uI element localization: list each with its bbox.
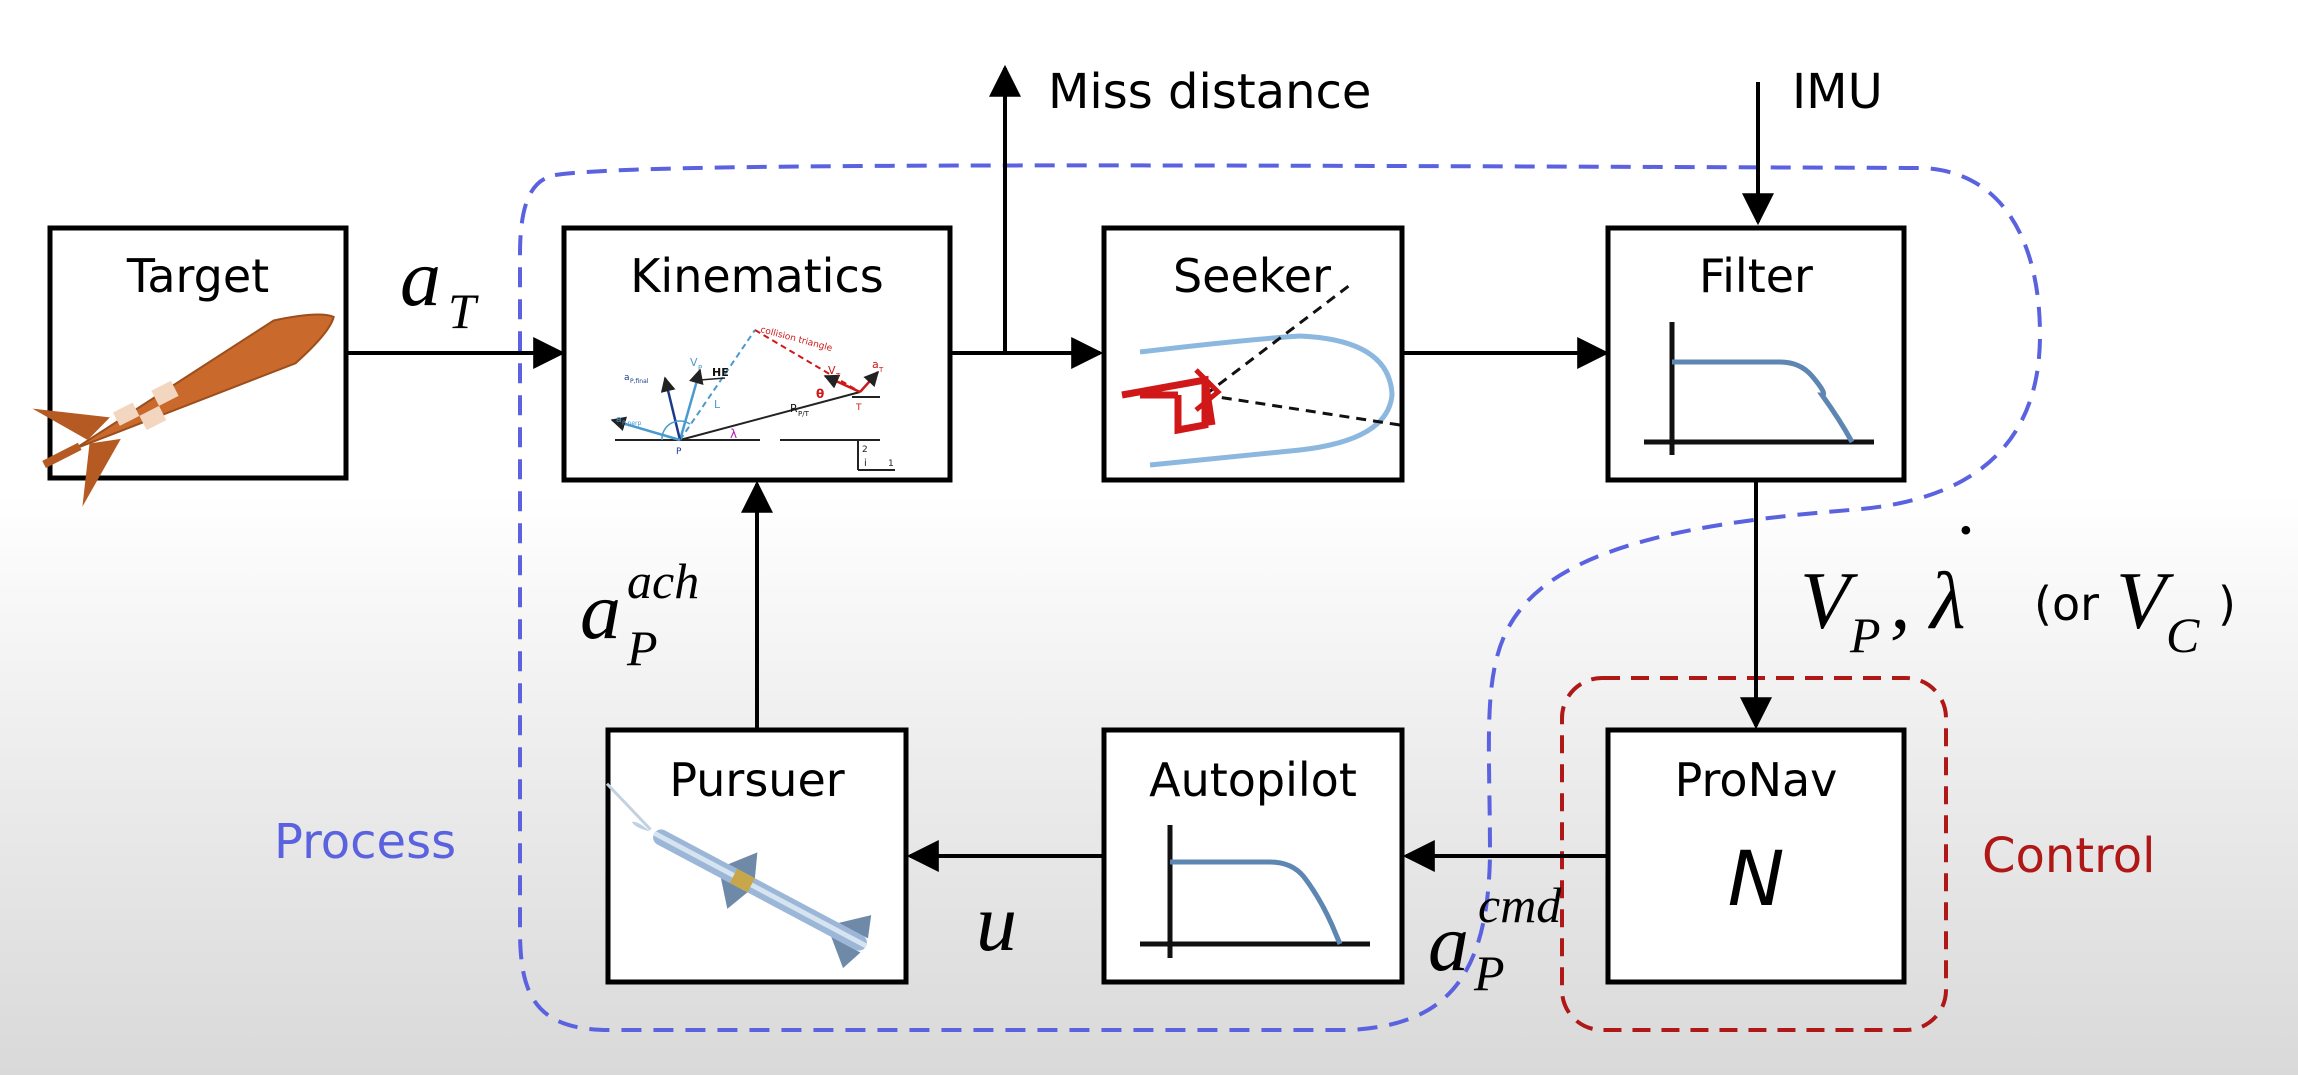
svg-text:P/T: P/T bbox=[798, 410, 810, 418]
svg-text:a: a bbox=[400, 232, 441, 323]
svg-text:T: T bbox=[448, 283, 479, 339]
svg-text:P: P bbox=[1473, 945, 1505, 1001]
kinematics-block[interactable] bbox=[561, 225, 953, 483]
autopilot-label: Autopilot bbox=[1149, 753, 1357, 807]
miss-distance-label: Miss distance bbox=[1048, 64, 1371, 120]
seeker-label: Seeker bbox=[1173, 249, 1331, 303]
svg-text:HE: HE bbox=[712, 366, 729, 379]
svg-text:λ: λ bbox=[1928, 555, 1966, 646]
seeker-image bbox=[1121, 283, 1401, 468]
process-boundary bbox=[518, 163, 2043, 1032]
autopilot-response-plot bbox=[1140, 825, 1370, 958]
filter-label: Filter bbox=[1699, 249, 1813, 303]
signal-vp-lambda: V P , λ ˙ (or V C ) bbox=[1800, 507, 2236, 663]
filter-block[interactable] bbox=[1605, 225, 1907, 483]
svg-text:a: a bbox=[872, 358, 879, 371]
svg-text:V: V bbox=[2116, 555, 2174, 646]
target-label: Target bbox=[126, 249, 269, 303]
signal-u: u bbox=[976, 877, 1017, 968]
svg-text:(or: (or bbox=[2034, 577, 2099, 631]
svg-text:T: T bbox=[835, 372, 841, 380]
svg-text:V: V bbox=[828, 364, 836, 377]
svg-text:P: P bbox=[626, 620, 658, 676]
control-label: Control bbox=[1982, 828, 2156, 884]
signal-a-P-cmd: a cmd P bbox=[1428, 877, 1562, 1001]
filter-response-plot bbox=[1644, 322, 1874, 455]
svg-text:): ) bbox=[2218, 577, 2236, 631]
svg-text:i: i bbox=[864, 458, 867, 469]
svg-text:P,perp: P,perp bbox=[622, 420, 641, 427]
signal-a-P-ach: a ach P bbox=[580, 553, 699, 676]
pursuer-label: Pursuer bbox=[669, 753, 844, 807]
rocket-image bbox=[32, 313, 335, 507]
process-label: Process bbox=[274, 814, 456, 870]
missile-image bbox=[605, 782, 872, 969]
svg-text:a: a bbox=[616, 415, 622, 425]
pronav-block[interactable] bbox=[1605, 727, 1907, 985]
svg-text:2: 2 bbox=[862, 445, 868, 455]
autopilot-block[interactable] bbox=[1101, 727, 1405, 985]
svg-text:1: 1 bbox=[888, 459, 894, 469]
svg-text:ach: ach bbox=[627, 553, 699, 609]
svg-text:θ: θ bbox=[816, 387, 824, 401]
svg-text:V: V bbox=[1800, 555, 1858, 646]
svg-text:a: a bbox=[624, 373, 630, 383]
signal-a-T: a T bbox=[400, 232, 479, 339]
svg-text:P,final: P,final bbox=[630, 378, 649, 385]
pronav-gain: N bbox=[1728, 834, 1785, 923]
svg-text:a: a bbox=[1428, 897, 1469, 988]
svg-text:cmd: cmd bbox=[1478, 877, 1562, 933]
svg-text:λ: λ bbox=[730, 427, 737, 441]
svg-text:L: L bbox=[714, 398, 721, 411]
svg-text:R: R bbox=[790, 402, 798, 415]
svg-text:P: P bbox=[1849, 607, 1881, 663]
svg-text:P: P bbox=[676, 447, 682, 457]
pronav-label: ProNav bbox=[1675, 753, 1838, 807]
kinematics-label: Kinematics bbox=[630, 249, 883, 303]
svg-text:P: P bbox=[698, 364, 702, 372]
imu-label: IMU bbox=[1792, 64, 1883, 120]
svg-text:V: V bbox=[690, 356, 698, 369]
svg-text:T: T bbox=[878, 366, 884, 374]
svg-text:T: T bbox=[855, 403, 862, 413]
svg-text:a: a bbox=[580, 565, 621, 656]
svg-text:˙: ˙ bbox=[1947, 507, 1974, 598]
svg-text:,: , bbox=[1890, 555, 1911, 646]
svg-text:C: C bbox=[2166, 607, 2200, 663]
